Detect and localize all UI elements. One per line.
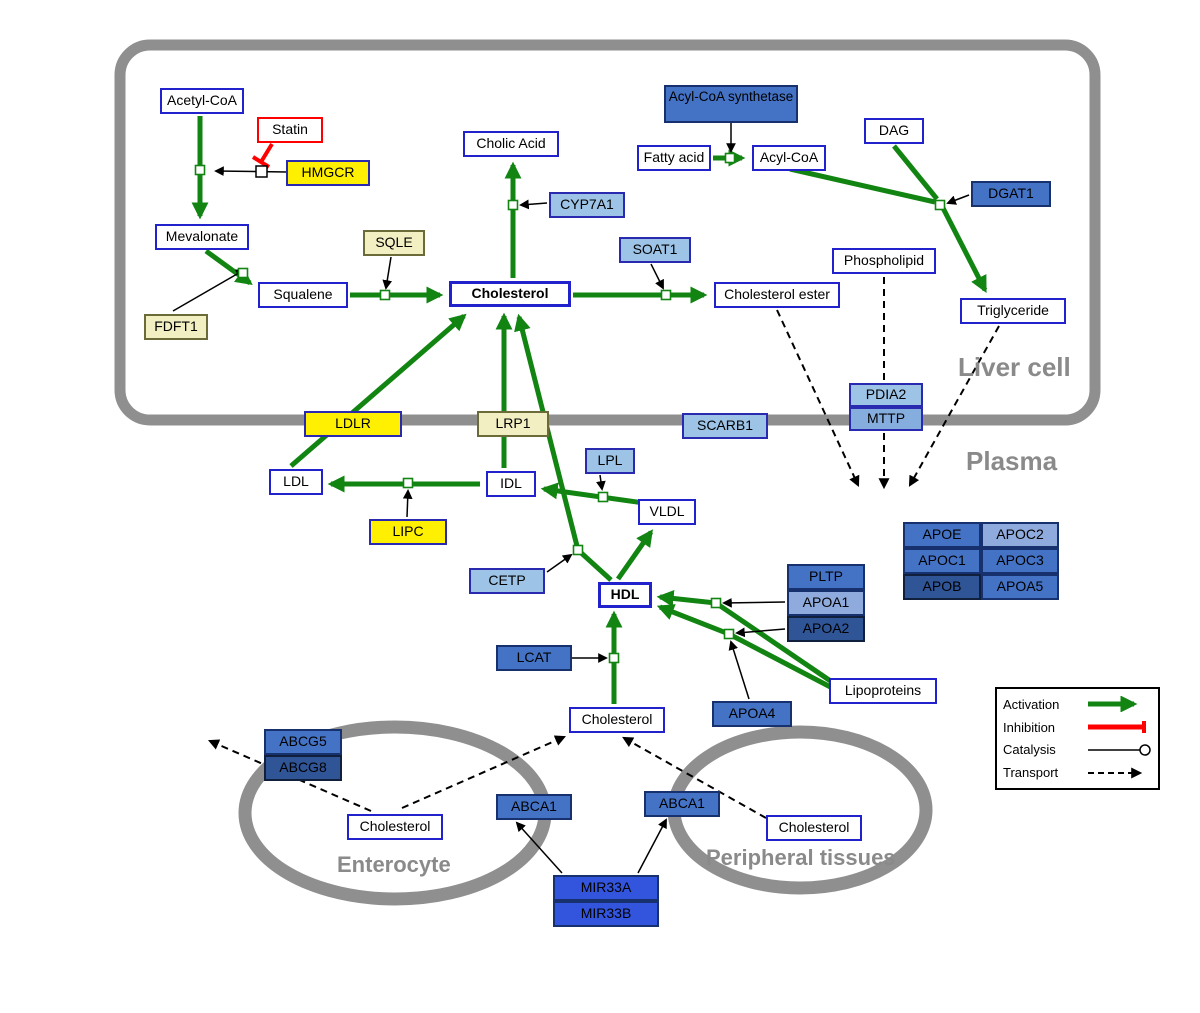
- node-pdia2[interactable]: PDIA2: [849, 383, 923, 407]
- node-apoa4[interactable]: APOA4: [712, 701, 792, 727]
- node-hmgcr[interactable]: HMGCR: [286, 160, 370, 186]
- node-cholic-acid[interactable]: Cholic Acid: [463, 131, 559, 157]
- node-abca1-peripheral[interactable]: ABCA1: [644, 791, 720, 817]
- node-apob[interactable]: APOB: [903, 574, 981, 600]
- inhibition-bar-icon: [1088, 721, 1146, 734]
- activation-arrow-icon: [1088, 696, 1138, 713]
- node-squalene[interactable]: Squalene: [258, 282, 348, 308]
- node-mttp[interactable]: MTTP: [849, 407, 923, 431]
- node-phospholipid[interactable]: Phospholipid: [832, 248, 936, 274]
- node-dag[interactable]: DAG: [864, 118, 924, 144]
- node-cholesterol-plasma[interactable]: Cholesterol: [569, 707, 665, 733]
- node-apoc1[interactable]: APOC1: [903, 548, 981, 574]
- node-pltp[interactable]: PLTP: [787, 564, 865, 590]
- node-sqle[interactable]: SQLE: [363, 230, 425, 256]
- legend-catalysis: Catalysis: [1003, 739, 1152, 761]
- legend-catalysis-label: Catalysis: [1003, 742, 1056, 758]
- node-fdft1[interactable]: FDFT1: [144, 314, 208, 340]
- node-lipc[interactable]: LIPC: [369, 519, 447, 545]
- node-lcat[interactable]: LCAT: [496, 645, 572, 671]
- node-lrp1[interactable]: LRP1: [477, 411, 549, 437]
- legend-inhibition: Inhibition: [1003, 716, 1152, 738]
- legend-inhibition-label: Inhibition: [1003, 719, 1056, 735]
- enterocyte-label: Enterocyte: [337, 852, 451, 877]
- node-apoe[interactable]: APOE: [903, 522, 981, 548]
- node-ldlr[interactable]: LDLR: [304, 411, 402, 437]
- liver-cell-membrane: [114, 39, 1101, 426]
- legend-activation-label: Activation: [1003, 696, 1060, 712]
- node-cholesterol-liver[interactable]: Cholesterol: [449, 281, 571, 307]
- node-cholesterol-ester[interactable]: Cholesterol ester: [714, 282, 840, 308]
- node-scarb1[interactable]: SCARB1: [682, 413, 768, 439]
- node-dgat1[interactable]: DGAT1: [971, 181, 1051, 207]
- catalysis-circle-icon: [1088, 744, 1151, 756]
- node-apoc3[interactable]: APOC3: [981, 548, 1059, 574]
- legend-transport-label: Transport: [1003, 765, 1059, 781]
- node-soat1[interactable]: SOAT1: [619, 237, 691, 263]
- activation-edges: [191, 116, 988, 704]
- node-acetyl-coa[interactable]: Acetyl-CoA: [160, 88, 244, 114]
- node-lipoproteins[interactable]: Lipoproteins: [829, 678, 937, 704]
- node-lpl[interactable]: LPL: [585, 448, 635, 474]
- node-fatty-acid[interactable]: Fatty acid: [637, 145, 711, 171]
- liver-cell-label: Liver cell: [958, 352, 1071, 382]
- node-acyl-coa-synthetase[interactable]: Acyl-CoA synthetase: [664, 85, 798, 123]
- node-acyl-coa[interactable]: Acyl-CoA: [752, 145, 826, 171]
- node-abca1-enterocyte[interactable]: ABCA1: [496, 794, 572, 820]
- node-ldl[interactable]: LDL: [269, 469, 323, 495]
- node-apoc2[interactable]: APOC2: [981, 522, 1059, 548]
- legend-activation: Activation: [1003, 693, 1152, 715]
- legend: Activation Inhibition Catalysis Transpor…: [995, 687, 1160, 790]
- node-hdl[interactable]: HDL: [598, 582, 652, 608]
- node-cholesterol-peripheral[interactable]: Cholesterol: [766, 815, 862, 841]
- node-cetp[interactable]: CETP: [469, 568, 545, 594]
- node-cyp7a1[interactable]: CYP7A1: [549, 192, 625, 218]
- inhibition-edge: [251, 142, 274, 169]
- node-cholesterol-enterocyte[interactable]: Cholesterol: [347, 814, 443, 840]
- plasma-label: Plasma: [966, 446, 1058, 476]
- node-mir33b[interactable]: MIR33B: [553, 901, 659, 927]
- node-apoa5[interactable]: APOA5: [981, 574, 1059, 600]
- legend-transport: Transport: [1003, 762, 1152, 784]
- transport-dashed-arrow-icon: [1088, 767, 1143, 779]
- node-apoa1[interactable]: APOA1: [787, 590, 865, 616]
- node-statin[interactable]: Statin: [257, 117, 323, 143]
- node-vldl[interactable]: VLDL: [638, 499, 696, 525]
- reaction-nodes: [194, 152, 946, 664]
- node-mir33a[interactable]: MIR33A: [553, 875, 659, 901]
- node-mevalonate[interactable]: Mevalonate: [155, 224, 249, 250]
- node-apoa2[interactable]: APOA2: [787, 616, 865, 642]
- node-abcg5[interactable]: ABCG5: [264, 729, 342, 755]
- node-abcg8[interactable]: ABCG8: [264, 755, 342, 781]
- node-idl[interactable]: IDL: [486, 471, 536, 497]
- node-triglyceride[interactable]: Triglyceride: [960, 298, 1066, 324]
- peripheral-tissues-label: Peripheral tissues: [706, 845, 896, 870]
